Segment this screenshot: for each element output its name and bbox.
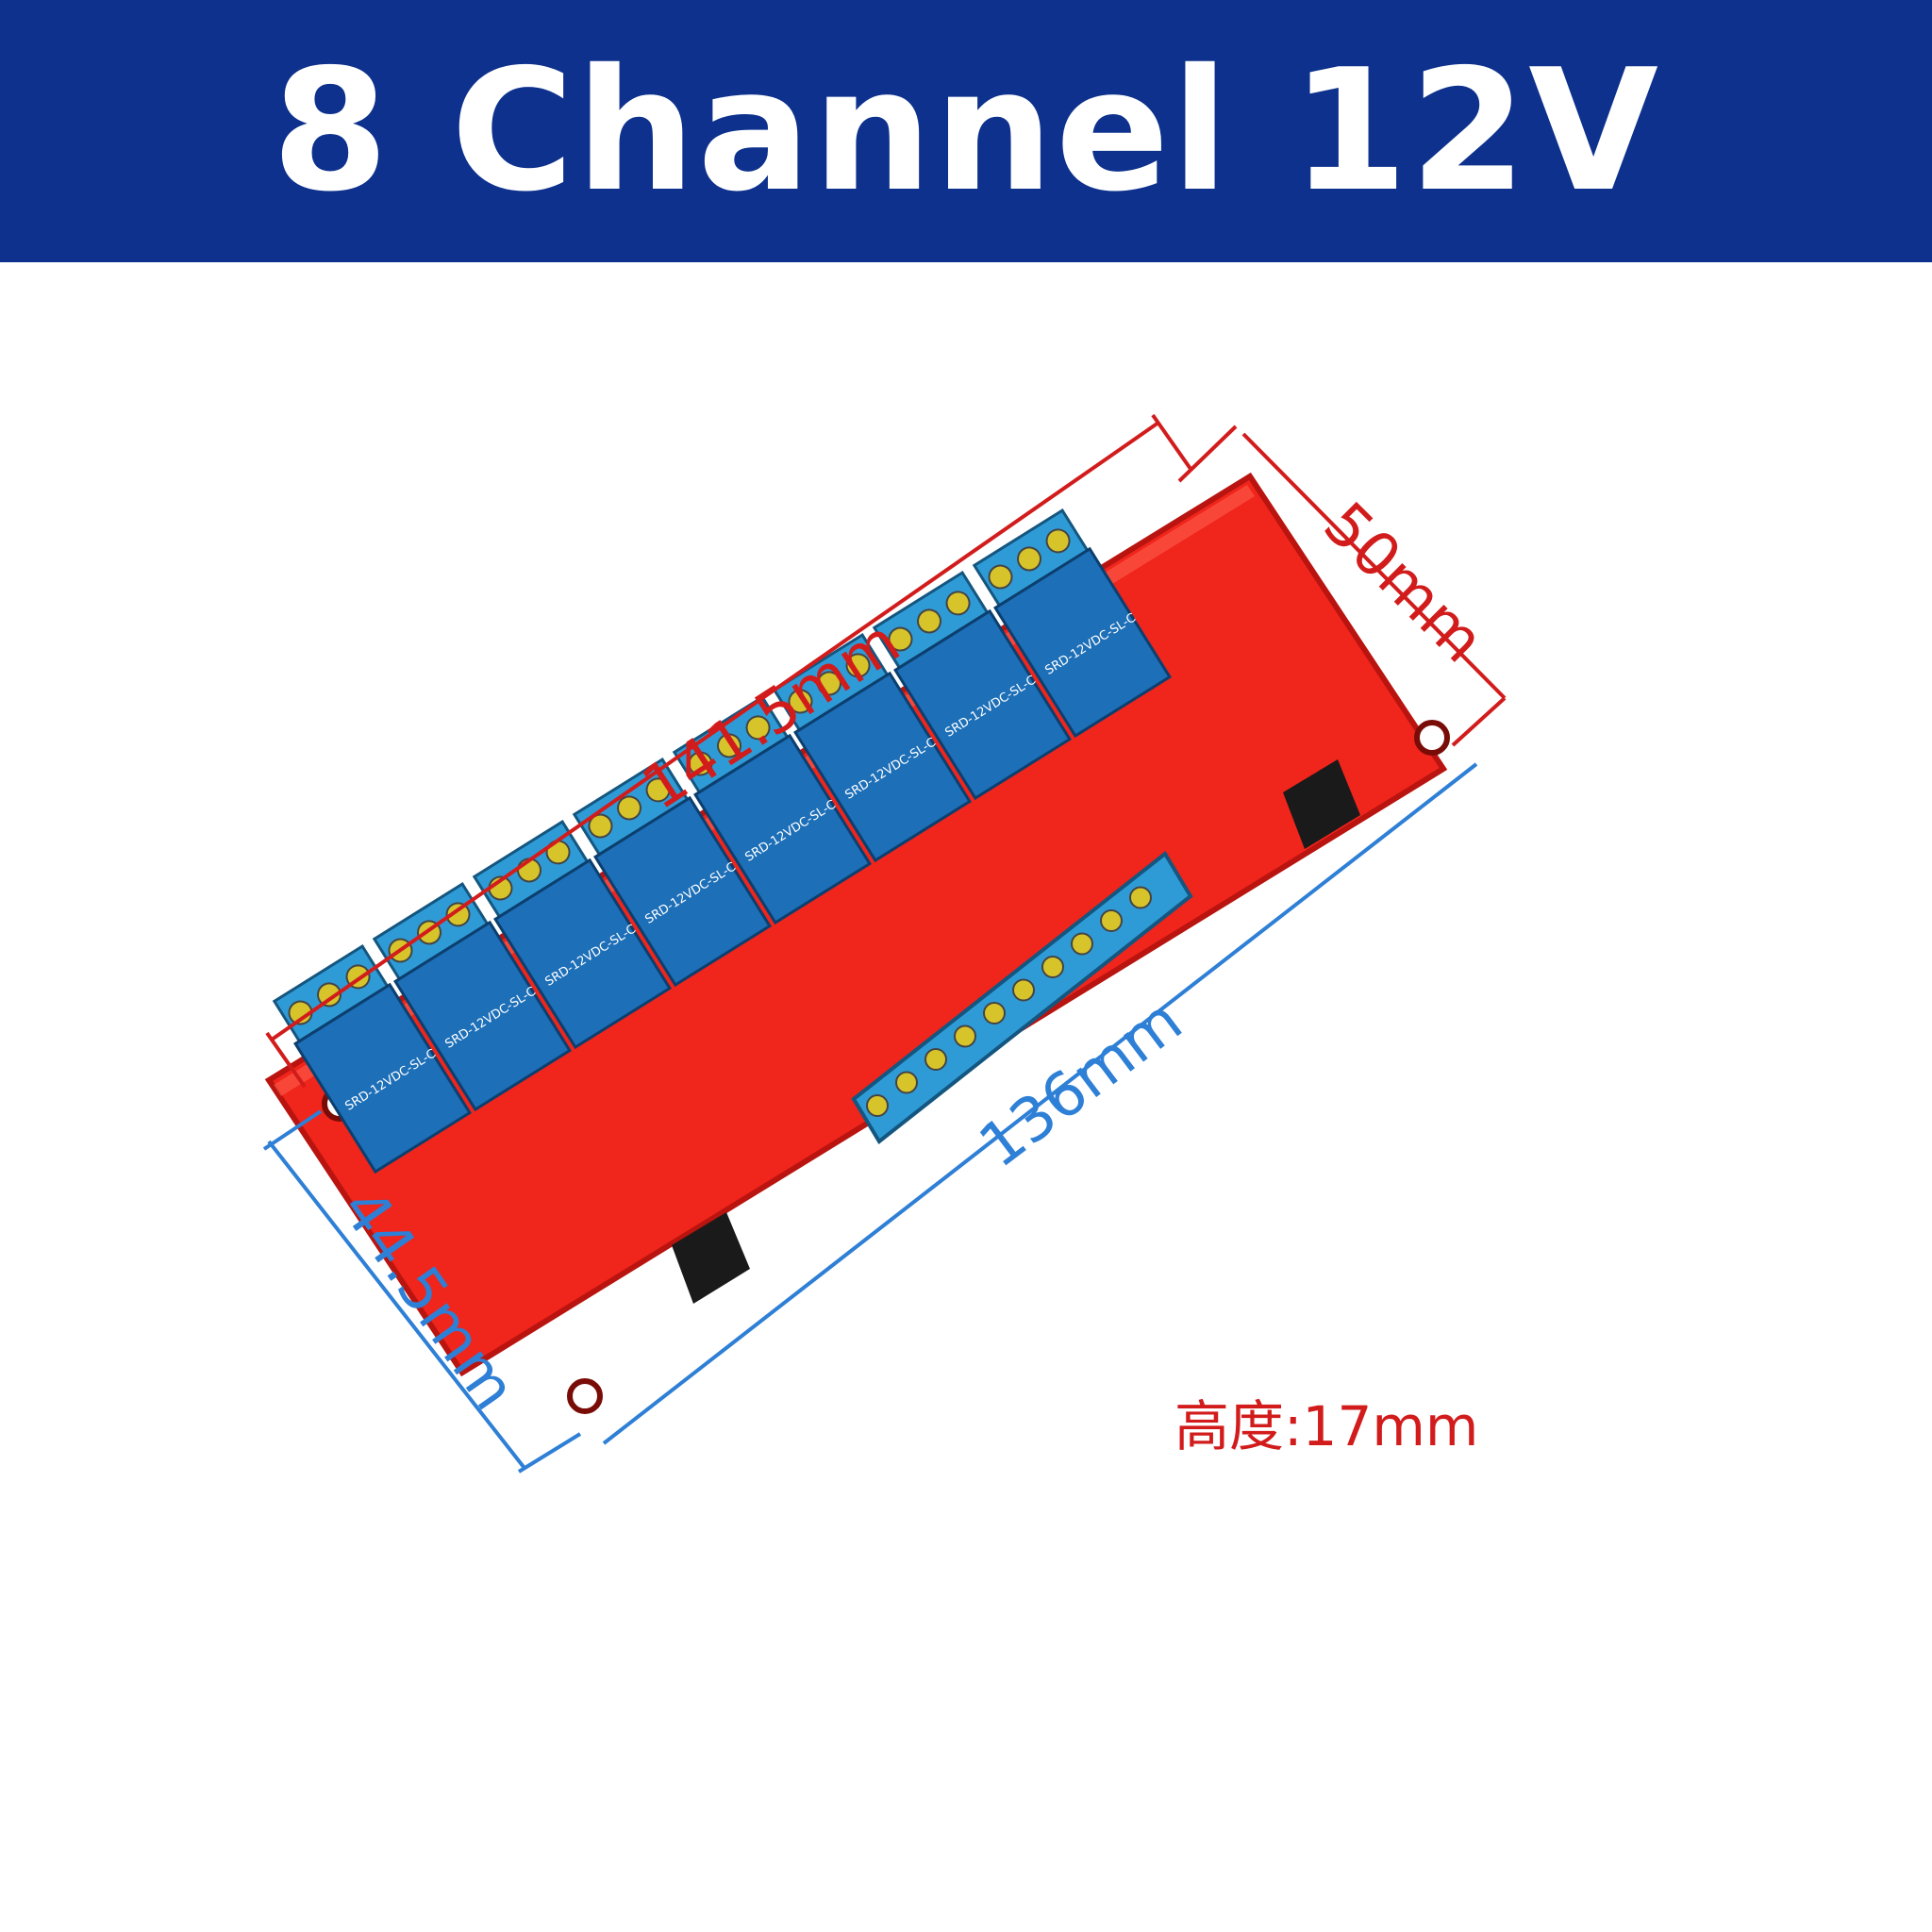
- input-screw-terminal: [1041, 956, 1064, 978]
- screw-terminal: [317, 982, 342, 1008]
- input-screw-terminal: [983, 1002, 1006, 1024]
- relay-body: [793, 671, 973, 863]
- input-screw-terminal: [895, 1071, 918, 1094]
- relay-body: [293, 982, 473, 1174]
- relay-module: SRD-12VDC-SL-C: [272, 943, 473, 1174]
- screw-terminal: [988, 564, 1013, 590]
- screw-terminal: [945, 591, 971, 616]
- screw-terminal: [617, 795, 642, 821]
- relay-module: SRD-12VDC-SL-C: [972, 508, 1173, 739]
- screw-terminal: [817, 671, 842, 696]
- banner-title: 8 Channel 12V: [272, 33, 1660, 228]
- relay-body: [593, 795, 773, 988]
- screw-terminal: [1017, 546, 1042, 572]
- input-screw-terminal: [924, 1048, 947, 1071]
- screw-terminal: [445, 902, 471, 927]
- dimension-lines-inner: [262, 762, 1478, 1474]
- jumper-header-right: [1283, 759, 1360, 849]
- screw-terminal: [788, 689, 813, 714]
- relay-body: [393, 920, 573, 1112]
- relay-module: SRD-12VDC-SL-C: [872, 570, 1073, 801]
- input-screw-terminal: [866, 1094, 889, 1117]
- screw-terminal: [917, 608, 942, 634]
- relay-body: [693, 733, 873, 925]
- screw-terminal: [645, 777, 671, 803]
- screw-terminal: [688, 751, 713, 776]
- relay-body: [993, 546, 1173, 739]
- screw-terminal: [1045, 528, 1071, 554]
- relay-module: SRD-12VDC-SL-C: [772, 632, 973, 863]
- input-terminal-block: [851, 851, 1193, 1144]
- relay-module: SRD-12VDC-SL-C: [672, 694, 873, 925]
- dimension-lines-outer: [265, 413, 1507, 1089]
- input-screw-terminal: [1071, 932, 1093, 956]
- title-banner: 8 Channel 12V: [0, 0, 1932, 262]
- screw-terminal: [745, 715, 771, 741]
- relay-body: [893, 608, 1073, 801]
- screw-terminal: [888, 626, 913, 652]
- height-label: 高度:17mm: [1174, 1394, 1479, 1458]
- screw-terminal: [717, 733, 742, 758]
- input-screw-terminal: [954, 1024, 976, 1048]
- screw-terminal: [288, 1000, 313, 1025]
- relay-row: SRD-12VDC-SL-CSRD-12VDC-SL-CSRD-12VDC-SL…: [272, 508, 1173, 1174]
- input-screw-terminal: [1012, 978, 1035, 1002]
- relay-module: SRD-12VDC-SL-C: [572, 757, 773, 988]
- relay-body: [493, 858, 673, 1050]
- input-screw-terminal: [1100, 909, 1123, 932]
- jumper-header-left: [672, 1212, 750, 1304]
- screw-terminal: [845, 653, 871, 678]
- input-screw-terminal: [1129, 886, 1152, 909]
